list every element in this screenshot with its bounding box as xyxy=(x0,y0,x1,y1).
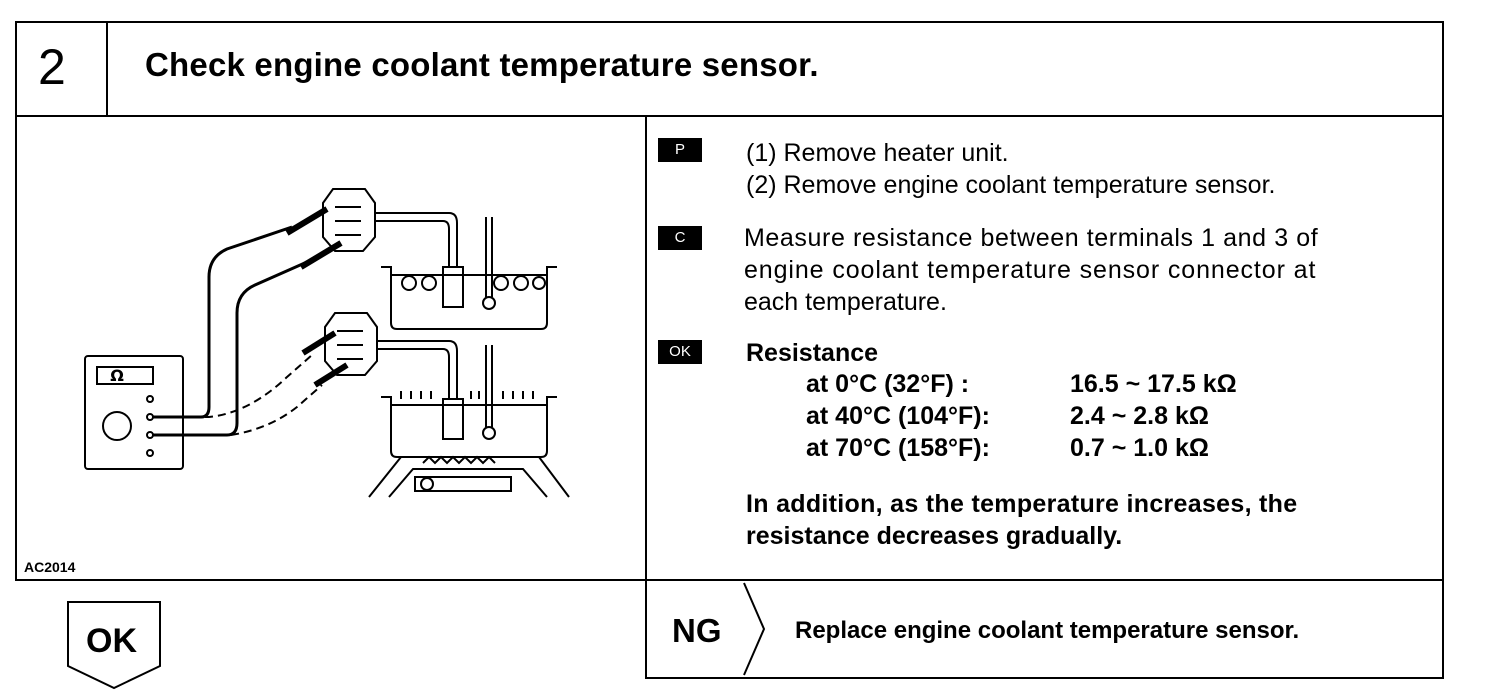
spec-row-1-value: 16.5 ~ 17.5 kΩ xyxy=(1070,370,1237,398)
cold-water-beaker xyxy=(381,266,557,330)
spec-row-3-condition: at 70°C (158°F): xyxy=(806,434,990,462)
meter-lead-1 xyxy=(153,225,293,419)
spec-note-line-2: resistance decreases gradually. xyxy=(746,522,1123,550)
ohmmeter-symbol: Ω xyxy=(110,366,124,385)
ng-panel xyxy=(645,579,1444,679)
sensor-connector-lower xyxy=(324,312,378,376)
procedure-p-line-2: (2) Remove engine coolant temperature se… xyxy=(746,171,1276,199)
spec-row-3-value: 0.7 ~ 1.0 kΩ xyxy=(1070,434,1209,462)
badge-ok: OK xyxy=(658,340,702,364)
meter-lead-2 xyxy=(153,260,308,437)
meter-lead-dashed-1 xyxy=(153,354,313,418)
ice-cubes xyxy=(401,275,546,291)
ohmmeter-display xyxy=(96,366,154,385)
step-title: Check engine coolant temperature sensor. xyxy=(145,46,819,83)
procedure-c-line-3: each temperature. xyxy=(744,288,947,316)
spec-row-2-condition: at 40°C (104°F): xyxy=(806,402,990,430)
ng-label: NG xyxy=(672,612,722,649)
procedure-c-line-2: engine coolant temperature sensor connec… xyxy=(744,256,1317,284)
ohmmeter-dial xyxy=(102,411,132,441)
ok-label: OK xyxy=(86,622,137,660)
steam-marks xyxy=(400,391,534,399)
spec-note-line-1: In addition, as the temperature increase… xyxy=(746,490,1298,518)
test-setup-illustration: Ω xyxy=(84,188,570,498)
step-number: 2 xyxy=(38,39,66,95)
sensor-upper xyxy=(442,266,464,308)
sensor-lower xyxy=(442,398,464,440)
spec-row-1-condition: at 0°C (32°F) : xyxy=(806,370,970,398)
thermometer-upper xyxy=(485,217,493,297)
procedure-c-line-1: Measure resistance between terminals 1 a… xyxy=(744,224,1319,252)
instruction-panel xyxy=(645,115,1444,581)
meter-lead-dashed-2 xyxy=(153,384,323,436)
heater-stand xyxy=(368,456,570,498)
ng-chevron xyxy=(743,582,766,676)
spec-row-2-value: 2.4 ~ 2.8 kΩ xyxy=(1070,402,1209,430)
ng-action: Replace engine coolant temperature senso… xyxy=(795,617,1300,644)
procedure-p-line-1: (1) Remove heater unit. xyxy=(746,139,1009,167)
ohmmeter-body xyxy=(84,355,184,470)
badge-c: C xyxy=(658,226,702,250)
spec-heading: Resistance xyxy=(746,339,879,367)
badge-p: P xyxy=(658,138,702,162)
sensor-connector-upper xyxy=(322,188,376,252)
ok-arrow-box xyxy=(67,601,161,690)
figure-code: AC2014 xyxy=(24,559,76,575)
thermometer-lower xyxy=(485,345,493,427)
